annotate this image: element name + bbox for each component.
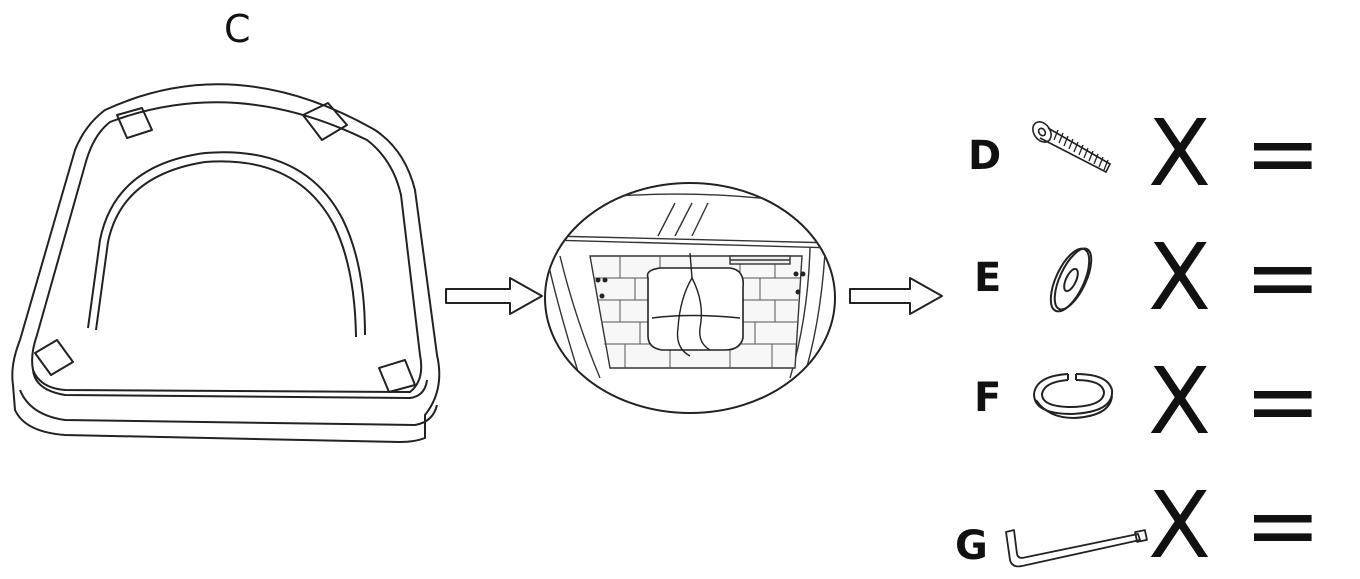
- seat-cushion-icon: [5, 70, 465, 470]
- bolt-icon: [1028, 118, 1118, 178]
- right-arrow-icon: [850, 276, 950, 316]
- detail-view-icon: [540, 178, 840, 418]
- flat-washer-icon: [1040, 240, 1100, 320]
- part-label-d: D: [968, 136, 1001, 176]
- part-label-g: G: [955, 526, 988, 566]
- quantity-e: X = 8: [1148, 232, 1360, 324]
- spring-washer-icon: [1028, 364, 1118, 424]
- quantity-f: X = 8: [1148, 356, 1360, 448]
- allen-key-icon: [1002, 520, 1152, 570]
- right-arrow-icon: [446, 276, 546, 316]
- quantity-d: X = 8: [1148, 108, 1360, 200]
- part-label-e: E: [974, 258, 1001, 298]
- seat-part-label: C: [224, 10, 251, 48]
- quantity-g: X = 1: [1148, 480, 1360, 572]
- part-label-f: F: [974, 378, 1001, 418]
